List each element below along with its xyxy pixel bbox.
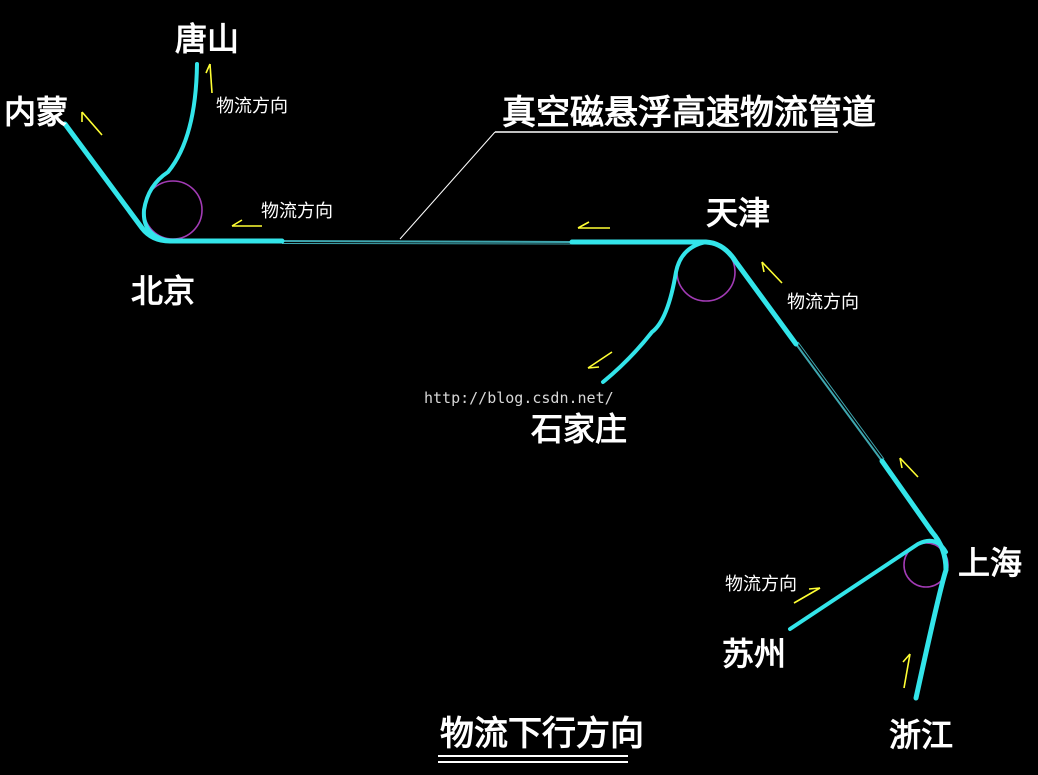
pipe-neimeng-beijing xyxy=(62,121,285,244)
direction-label-beijing: 物流方向 xyxy=(261,201,333,222)
pipe-beijing-loop-tangshan xyxy=(141,62,199,243)
arrow-tianjin-east xyxy=(761,261,783,284)
direction-label-suzhou: 物流方向 xyxy=(725,574,797,595)
city-label-shijiazhuang: 石家庄 xyxy=(530,410,627,448)
city-label-suzhou: 苏州 xyxy=(722,635,786,673)
arrow-zhejiang xyxy=(902,653,911,689)
thin-tube-segments xyxy=(281,240,885,462)
thin-tube-tianjin-shanghai xyxy=(795,343,883,462)
city-label-shanghai: 上海 xyxy=(958,544,1022,582)
pipe-shanghai-north xyxy=(879,458,949,701)
arrow-shijiazhuang xyxy=(587,351,613,369)
thin-tube-tianjin-shanghai-2 xyxy=(797,341,885,460)
city-label-beijing: 北京 xyxy=(131,272,195,310)
footer-title: 物流下行方向 xyxy=(440,714,644,754)
thin-tube-beijing-tianjin-2 xyxy=(281,243,573,245)
pipe-suzhou-shanghai xyxy=(788,538,948,631)
watermark: http://blog.csdn.net/ xyxy=(424,389,614,407)
city-label-neimeng: 内蒙 xyxy=(4,93,68,131)
direction-arrows xyxy=(81,63,919,689)
direction-label-tangshan: 物流方向 xyxy=(216,96,288,117)
main-pipes xyxy=(62,62,949,701)
diagram-title: 真空磁悬浮高速物流管道 xyxy=(502,93,876,133)
city-label-tianjin: 天津 xyxy=(706,194,770,232)
arrow-tangshan xyxy=(205,63,213,94)
arrow-suzhou xyxy=(793,587,821,604)
thin-tube-beijing-tianjin xyxy=(281,240,573,243)
arrow-tianjin-west xyxy=(577,221,610,229)
city-label-tangshan: 唐山 xyxy=(175,20,239,58)
direction-label-tianjin: 物流方向 xyxy=(787,292,859,313)
pipe-tianjin-loop-shijiazhuang xyxy=(601,240,708,384)
arrow-shanghai-north xyxy=(899,457,919,478)
arrow-neimeng xyxy=(81,111,103,136)
city-label-zhejiang: 浙江 xyxy=(889,716,953,754)
arrow-beijing xyxy=(231,219,262,227)
title-leader-line xyxy=(399,131,496,240)
